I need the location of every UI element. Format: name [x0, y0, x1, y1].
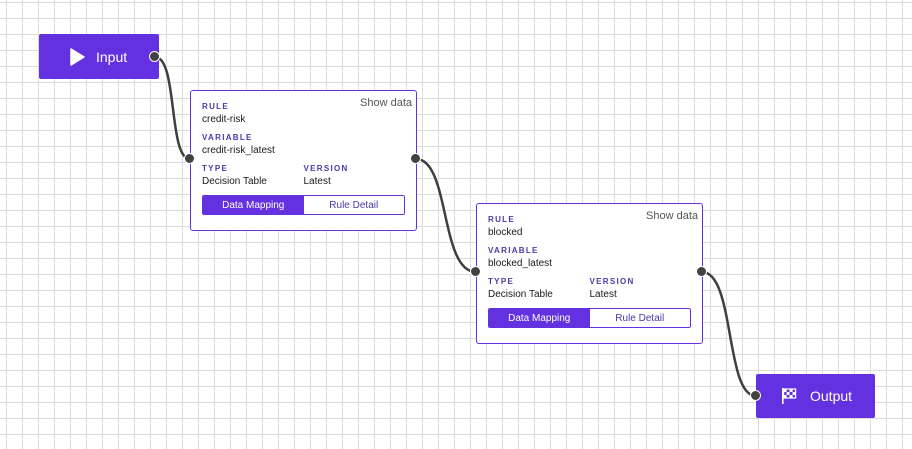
rule-value: credit-risk — [202, 114, 246, 125]
output-node[interactable]: Output — [756, 374, 875, 418]
rule-node-1-in-port[interactable] — [184, 153, 195, 164]
tab-data-mapping[interactable]: Data Mapping — [203, 196, 304, 214]
show-data-link[interactable]: Show data — [646, 210, 698, 222]
output-node-in-port[interactable] — [750, 390, 761, 401]
rule-value: blocked — [488, 227, 523, 238]
edge-rule-1-to-rule-2[interactable] — [415, 157, 477, 274]
version-label: VERSION — [589, 277, 635, 286]
rule-node-tabs: Data Mapping Rule Detail — [488, 308, 691, 328]
output-node-label: Output — [810, 388, 853, 404]
edge-rule-2-to-output[interactable] — [701, 270, 757, 398]
type-label: TYPE — [488, 277, 515, 286]
version-value: Latest — [303, 176, 331, 187]
tab-rule-detail[interactable]: Rule Detail — [303, 196, 404, 214]
show-data-link[interactable]: Show data — [360, 97, 412, 109]
variable-label: VARIABLE — [488, 246, 539, 255]
input-node-out-port[interactable] — [149, 51, 160, 62]
variable-label: VARIABLE — [202, 133, 253, 142]
rule-node-1-out-port[interactable] — [410, 153, 421, 164]
rule-node[interactable]: Show data RULE blocked VARIABLE blocked_… — [476, 203, 703, 344]
variable-value: blocked_latest — [488, 258, 552, 269]
input-node-label: Input — [96, 48, 128, 65]
input-node[interactable]: Input — [39, 34, 159, 79]
type-value: Decision Table — [202, 176, 267, 187]
rule-label: RULE — [202, 102, 229, 111]
rule-node-tabs: Data Mapping Rule Detail — [202, 195, 405, 215]
rule-node-2-in-port[interactable] — [470, 266, 481, 277]
rule-label: RULE — [488, 215, 515, 224]
checkered-flag-icon — [780, 387, 798, 405]
type-label: TYPE — [202, 164, 229, 173]
version-label: VERSION — [303, 164, 349, 173]
variable-value: credit-risk_latest — [202, 145, 275, 156]
play-icon — [69, 47, 85, 66]
rule-node-2-out-port[interactable] — [696, 266, 707, 277]
tab-data-mapping[interactable]: Data Mapping — [489, 309, 590, 327]
edge-input-to-rule-1[interactable] — [154, 55, 191, 161]
rule-node[interactable]: Show data RULE credit-risk VARIABLE cred… — [190, 90, 417, 231]
tab-rule-detail[interactable]: Rule Detail — [589, 309, 690, 327]
version-value: Latest — [589, 289, 617, 300]
type-value: Decision Table — [488, 289, 553, 300]
